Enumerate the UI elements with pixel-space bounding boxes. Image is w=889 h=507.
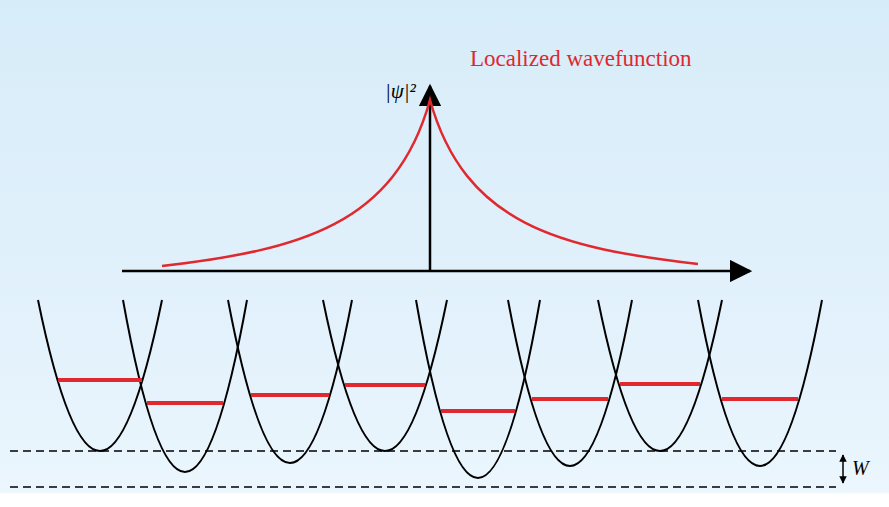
- axis-label: |ψ|²: [385, 80, 416, 103]
- curve-label: Localized wavefunction: [470, 46, 692, 71]
- energy-level: [441, 409, 515, 413]
- energy-level: [58, 378, 142, 382]
- dimension-label: W: [852, 457, 869, 479]
- potential-well: [38, 300, 162, 451]
- potential-well: [323, 300, 447, 451]
- dimension-arrow: [842, 455, 844, 483]
- dashed-line: [10, 486, 836, 488]
- energy-levels: [58, 380, 798, 411]
- y-axis: [429, 86, 432, 271]
- potential-well: [508, 300, 632, 466]
- potential-well: [416, 300, 540, 478]
- potential-well: [698, 300, 822, 466]
- energy-level: [620, 382, 700, 386]
- potential-well: [123, 300, 247, 472]
- energy-level: [147, 401, 223, 405]
- wavefunction-curve: [162, 100, 698, 266]
- potential-well: [228, 300, 352, 463]
- potential-wells: [38, 300, 822, 478]
- dashed-line: [10, 450, 836, 452]
- energy-level: [722, 397, 798, 401]
- energy-level: [532, 397, 608, 401]
- energy-level: [345, 383, 425, 387]
- x-axis: [122, 270, 750, 273]
- energy-level: [251, 393, 329, 397]
